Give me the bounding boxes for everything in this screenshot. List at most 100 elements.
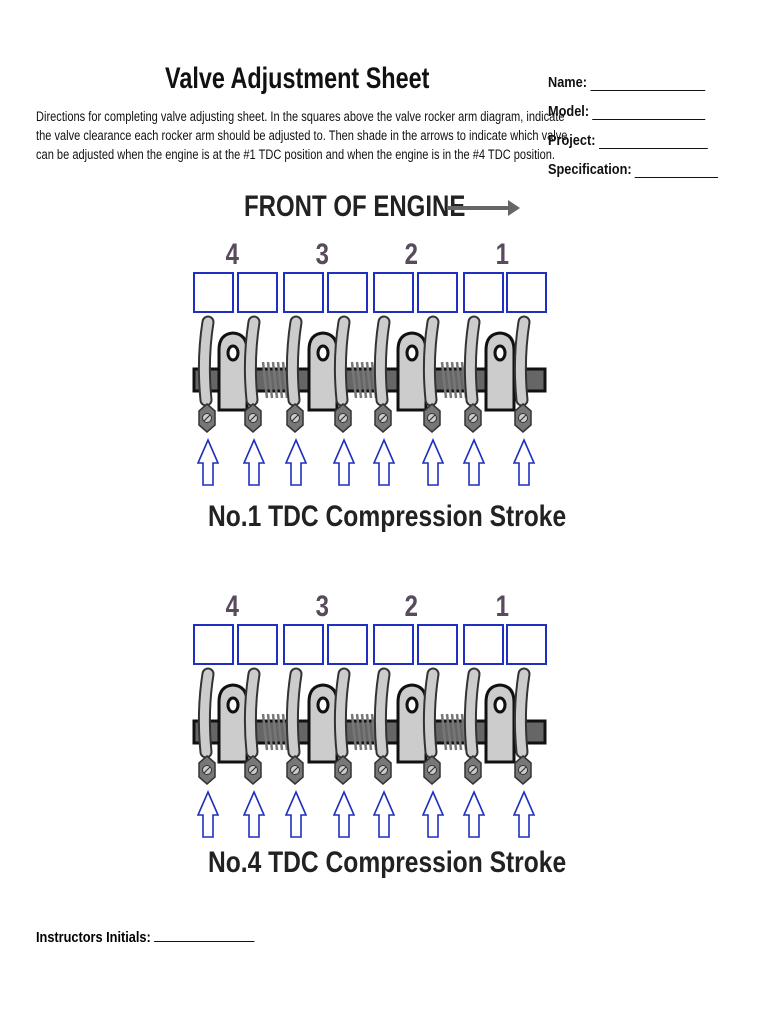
pedestal-hole xyxy=(493,696,507,714)
rocker-diagram-1 xyxy=(192,315,547,486)
rocker-arm xyxy=(375,669,389,757)
valve-arrow-icon[interactable] xyxy=(512,437,536,486)
valve-clearance-box[interactable] xyxy=(193,624,234,665)
specification-input-line[interactable] xyxy=(635,163,719,178)
spring xyxy=(365,361,373,399)
valve-arrow-icon[interactable] xyxy=(332,437,356,486)
valve-arrow-icon[interactable] xyxy=(284,789,308,838)
rocker-arm xyxy=(424,669,438,757)
model-label: Model: xyxy=(548,103,590,120)
spring xyxy=(271,713,279,751)
instructors-initials-label: Instructors Initials: xyxy=(36,929,151,946)
rocker-arm xyxy=(375,317,389,405)
name-label: Name: xyxy=(548,74,587,91)
spring xyxy=(281,713,289,751)
rocker-arm xyxy=(335,669,349,757)
cylinder-number: 4 xyxy=(225,238,240,271)
rocker-arm xyxy=(199,669,213,757)
valve-clearance-box[interactable] xyxy=(237,624,278,665)
spring xyxy=(271,361,279,399)
spring xyxy=(261,713,269,751)
pedestal-hole xyxy=(226,696,240,714)
valve-clearance-box[interactable] xyxy=(463,272,504,313)
cylinder-number: 1 xyxy=(495,238,510,271)
specification-field[interactable]: Specification: xyxy=(548,149,719,178)
cylinder-number: 2 xyxy=(404,238,419,271)
valve-arrow-icon[interactable] xyxy=(284,437,308,486)
model-field[interactable]: Model: xyxy=(548,91,718,120)
spring xyxy=(360,713,368,751)
project-field[interactable]: Project: xyxy=(548,120,718,149)
spring xyxy=(266,361,274,399)
rocker-arm xyxy=(245,317,259,405)
spring xyxy=(266,713,274,751)
spring xyxy=(440,713,448,751)
name-field[interactable]: Name: xyxy=(548,62,718,91)
rocker-arm xyxy=(245,669,259,757)
valve-arrow-icon[interactable] xyxy=(421,437,445,486)
spring xyxy=(276,713,284,751)
valve-clearance-box[interactable] xyxy=(237,272,278,313)
instructors-initials-field[interactable]: Instructors Initials: xyxy=(36,927,255,946)
rocker-arm xyxy=(287,669,301,757)
valve-clearance-box[interactable] xyxy=(463,624,504,665)
diagram-2-caption: No.4 TDC Compression Stroke xyxy=(208,846,567,879)
valve-arrow-icon[interactable] xyxy=(196,437,220,486)
valve-clearance-box[interactable] xyxy=(417,624,458,665)
valve-clearance-box[interactable] xyxy=(506,624,547,665)
rocker-arm xyxy=(515,317,529,405)
valve-arrow-icon[interactable] xyxy=(372,789,396,838)
spring xyxy=(355,713,363,751)
pedestal-hole xyxy=(493,344,507,362)
model-input-line[interactable] xyxy=(592,105,706,120)
valve-arrow-icon[interactable] xyxy=(196,789,220,838)
valve-arrow-icon[interactable] xyxy=(462,437,486,486)
name-input-line[interactable] xyxy=(590,76,706,91)
valve-arrow-icon[interactable] xyxy=(372,437,396,486)
valve-arrow-icon[interactable] xyxy=(462,789,486,838)
spring xyxy=(281,361,289,399)
pedestal-hole xyxy=(405,344,419,362)
cylinder-number: 1 xyxy=(495,590,510,623)
spring xyxy=(450,361,458,399)
valve-clearance-box[interactable] xyxy=(506,272,547,313)
pedestal-hole xyxy=(226,344,240,362)
project-input-line[interactable] xyxy=(598,134,708,149)
valve-arrow-icon[interactable] xyxy=(242,437,266,486)
valve-clearance-box[interactable] xyxy=(417,272,458,313)
valve-clearance-box[interactable] xyxy=(283,272,324,313)
rocker-arm xyxy=(465,317,479,405)
valve-clearance-box[interactable] xyxy=(283,624,324,665)
valve-clearance-box[interactable] xyxy=(373,624,414,665)
rocker-pedestal xyxy=(484,331,516,412)
rocker-arm xyxy=(335,317,349,405)
project-label: Project: xyxy=(548,132,596,149)
valve-clearance-box[interactable] xyxy=(327,272,368,313)
rocker-diagram-2 xyxy=(192,667,547,838)
instructors-initials-line[interactable] xyxy=(154,927,255,942)
valve-clearance-box[interactable] xyxy=(193,272,234,313)
valve-clearance-box[interactable] xyxy=(373,272,414,313)
spring xyxy=(276,361,284,399)
valve-arrow-icon[interactable] xyxy=(242,789,266,838)
valve-arrow-icon[interactable] xyxy=(512,789,536,838)
cylinder-number: 3 xyxy=(315,238,330,271)
valve-clearance-box[interactable] xyxy=(327,624,368,665)
page-title: Valve Adjustment Sheet xyxy=(165,62,430,95)
info-fields: Name: Model: Project: Specification: xyxy=(548,62,748,178)
spring xyxy=(440,361,448,399)
spring xyxy=(445,361,453,399)
spring xyxy=(350,713,358,751)
cylinder-number: 2 xyxy=(404,590,419,623)
cylinder-number: 4 xyxy=(225,590,240,623)
rocker-arm xyxy=(287,317,301,405)
cylinder-number: 3 xyxy=(315,590,330,623)
spring xyxy=(261,361,269,399)
spring xyxy=(445,713,453,751)
spring xyxy=(360,361,368,399)
valve-arrow-icon[interactable] xyxy=(332,789,356,838)
valve-arrow-icon[interactable] xyxy=(421,789,445,838)
pedestal-hole xyxy=(316,344,330,362)
rocker-arm xyxy=(465,669,479,757)
spring xyxy=(355,361,363,399)
